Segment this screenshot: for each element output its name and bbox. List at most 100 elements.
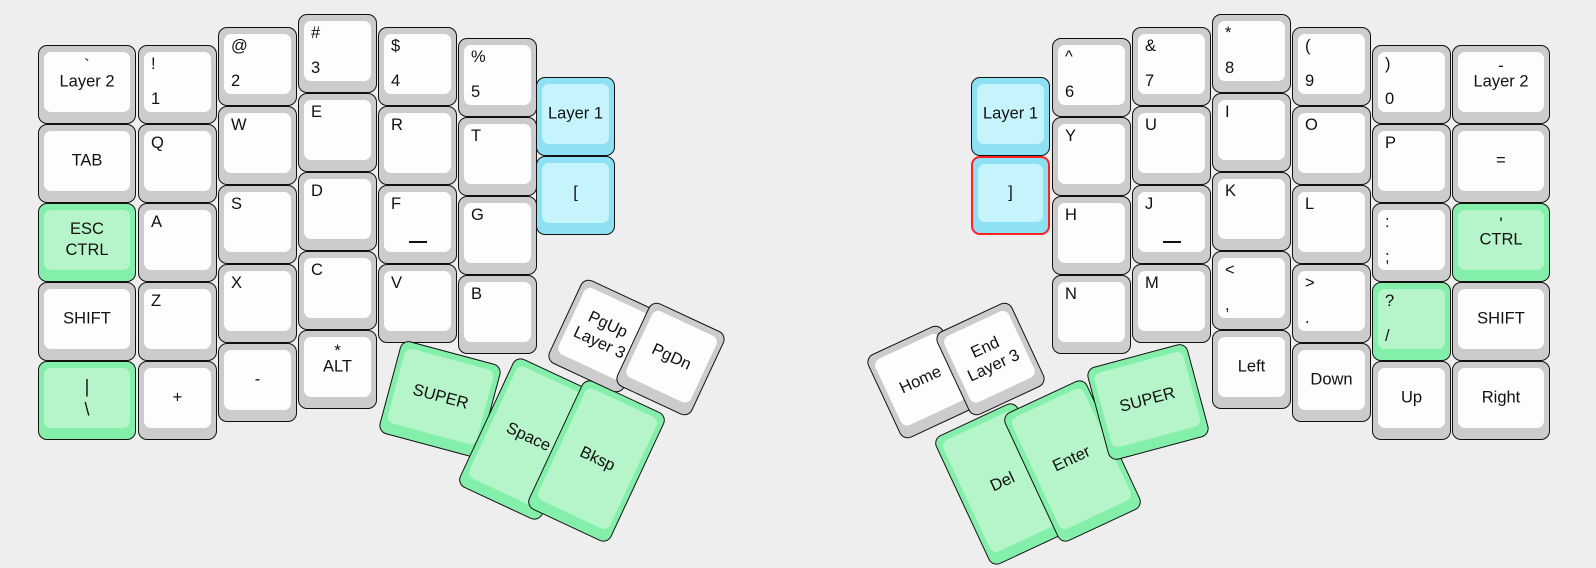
key-v[interactable]: V	[378, 264, 457, 343]
key-5[interactable]: %5	[458, 38, 537, 117]
key-c[interactable]: C	[298, 251, 377, 330]
key-y[interactable]: Y	[1052, 117, 1131, 196]
key-bracket-left[interactable]: [	[536, 156, 615, 235]
key-equal[interactable]: =	[1452, 124, 1550, 203]
key-legend: Down	[1310, 370, 1353, 389]
key-cap: M	[1138, 271, 1205, 331]
key-u[interactable]: U	[1132, 106, 1211, 185]
key-legend: 5	[471, 82, 481, 101]
key-z[interactable]: Z	[138, 282, 217, 361]
key-right[interactable]: Right	[1452, 361, 1550, 440]
key-esc-ctrl[interactable]: ESC CTRL	[38, 203, 136, 282]
key-layer1-right[interactable]: Layer 1	[971, 77, 1050, 156]
key-w[interactable]: W	[218, 106, 297, 185]
key-cap: B	[464, 282, 531, 342]
key-d[interactable]: D	[298, 172, 377, 251]
key-legend: ,	[1225, 295, 1230, 314]
key-e[interactable]: E	[298, 93, 377, 172]
key-legend: PgDn	[649, 339, 695, 374]
key-legend: *	[334, 341, 341, 360]
key-legend: SUPER	[1117, 383, 1178, 416]
key-period[interactable]: >.	[1292, 264, 1371, 343]
key-legend: -	[254, 370, 261, 389]
key-semicolon[interactable]: :;	[1372, 203, 1451, 282]
key-grave-layer2[interactable]: `Layer 2	[38, 45, 136, 124]
key-cap: !1	[144, 52, 211, 112]
key-legend: :	[1385, 213, 1390, 231]
key-r[interactable]: R	[378, 106, 457, 185]
key-g[interactable]: G	[458, 196, 537, 275]
key-l[interactable]: L	[1292, 185, 1371, 264]
key-legend: #	[311, 24, 321, 42]
key-legend: Up	[1400, 388, 1423, 407]
key-cap: Up	[1378, 368, 1445, 428]
key-b[interactable]: B	[458, 275, 537, 354]
key-2[interactable]: @2	[218, 27, 297, 106]
key-4[interactable]: $4	[378, 27, 457, 106]
key-legend: U	[1145, 116, 1157, 134]
key-q[interactable]: Q	[138, 124, 217, 203]
key-comma[interactable]: <,	[1212, 251, 1291, 330]
key-legend: %	[471, 48, 486, 66]
key-9[interactable]: (9	[1292, 27, 1371, 106]
key-k[interactable]: K	[1212, 172, 1291, 251]
key-t[interactable]: T	[458, 117, 537, 196]
key-slash[interactable]: ?/	[1372, 282, 1451, 361]
key-7[interactable]: &7	[1132, 27, 1211, 106]
key-m[interactable]: M	[1132, 264, 1211, 343]
key-legend: ESC CTRL	[65, 219, 109, 259]
key-quote-ctrl[interactable]: 'CTRL	[1452, 203, 1550, 282]
key-minus[interactable]: -	[218, 343, 297, 422]
key-pipe-backslash[interactable]: | \	[38, 361, 136, 440]
key-a[interactable]: A	[138, 203, 217, 282]
key-legend: W	[231, 116, 247, 134]
key-p[interactable]: P	[1372, 124, 1451, 203]
key-cap: I	[1218, 100, 1285, 160]
key-legend: SHIFT	[63, 309, 111, 328]
key-legend: Bksp	[577, 442, 619, 475]
key-legend: !	[151, 55, 156, 73]
key-left[interactable]: Left	[1212, 330, 1291, 409]
key-tab[interactable]: TAB	[38, 124, 136, 203]
key-legend: L	[1305, 195, 1315, 213]
key-legend: Enter	[1049, 441, 1093, 475]
key-minus-layer2[interactable]: -Layer 2	[1452, 45, 1550, 124]
key-3[interactable]: #3	[298, 14, 377, 93]
key-shift-right[interactable]: SHIFT	[1452, 282, 1550, 361]
key-legend: '	[1499, 214, 1503, 233]
key-legend: 3	[311, 58, 321, 77]
key-down[interactable]: Down	[1292, 343, 1371, 422]
key-8[interactable]: *8	[1212, 14, 1291, 93]
key-f[interactable]: F	[378, 185, 457, 264]
key-shift-left[interactable]: SHIFT	[38, 282, 136, 361]
key-o[interactable]: O	[1292, 106, 1371, 185]
key-legend: Layer 1	[982, 104, 1039, 123]
key-i[interactable]: I	[1212, 93, 1291, 172]
key-legend: ?	[1385, 292, 1395, 310]
key-n[interactable]: N	[1052, 275, 1131, 354]
key-0[interactable]: )0	[1372, 45, 1451, 124]
key-legend: Right	[1481, 388, 1521, 407]
key-legend: 1	[151, 89, 161, 108]
key-6[interactable]: ^6	[1052, 38, 1131, 117]
key-cap: SUPER	[1092, 350, 1202, 449]
key-s[interactable]: S	[218, 185, 297, 264]
key-legend: $	[391, 37, 401, 55]
key-up[interactable]: Up	[1372, 361, 1451, 440]
key-cap: | \	[44, 368, 130, 428]
key-layer1-left[interactable]: Layer 1	[536, 77, 615, 156]
key-legend: *	[1225, 24, 1232, 42]
key-x[interactable]: X	[218, 264, 297, 343]
key-legend: -	[1498, 56, 1504, 75]
key-bracket-right[interactable]: ]	[971, 156, 1050, 235]
key-legend: X	[231, 274, 243, 292]
key-cap: Down	[1298, 350, 1365, 410]
key-j[interactable]: J	[1132, 185, 1211, 264]
key-h[interactable]: H	[1052, 196, 1131, 275]
key-alt[interactable]: *ALT	[298, 330, 377, 409]
key-cap: Layer 1	[977, 84, 1044, 144]
key-legend: Layer 2	[1473, 72, 1529, 91]
key-plus[interactable]: +	[138, 361, 217, 440]
key-1[interactable]: !1	[138, 45, 217, 124]
key-legend: SHIFT	[1477, 309, 1525, 328]
